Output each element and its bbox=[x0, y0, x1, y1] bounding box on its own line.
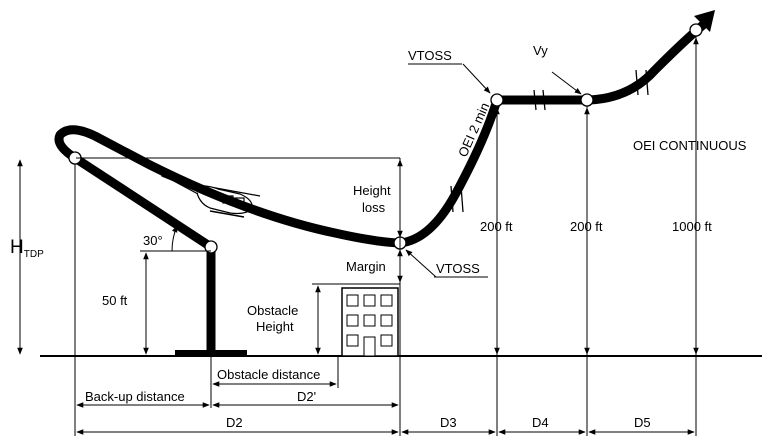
climb-1000ft-point bbox=[689, 23, 703, 37]
climb-arrowhead bbox=[694, 10, 715, 32]
obstacle-height-label-line2: Height bbox=[256, 319, 294, 334]
helipad-icon bbox=[175, 247, 247, 356]
vy-label: Vy bbox=[533, 43, 548, 58]
obstacle-height-label-line1: Obstacle bbox=[247, 303, 298, 318]
height-loss-label-line1: Height bbox=[353, 183, 391, 198]
vtoss-top-label: VTOSS bbox=[408, 48, 452, 63]
d2-prime-label: D2' bbox=[297, 389, 316, 404]
h-tdp-label: HTDP bbox=[10, 237, 44, 260]
d2-label: D2 bbox=[226, 415, 243, 430]
backup-distance-label: Back-up distance bbox=[85, 389, 185, 404]
d4-label: D4 bbox=[532, 415, 549, 430]
margin-label: Margin bbox=[346, 259, 386, 274]
oei-continuous-label: OEI CONTINUOUS bbox=[633, 138, 747, 153]
height-loss-label-line2: loss bbox=[362, 200, 386, 215]
vtoss-high-point bbox=[490, 93, 504, 107]
leader-lines bbox=[405, 63, 582, 278]
vy-point bbox=[580, 93, 594, 107]
vertical-dimensions bbox=[17, 37, 699, 355]
horizontal-dimensions bbox=[76, 381, 695, 435]
height-1000ft-label: 1000 ft bbox=[672, 219, 712, 234]
d5-label: D5 bbox=[634, 415, 651, 430]
angle-label: 30° bbox=[143, 233, 163, 248]
fifty-ft-label: 50 ft bbox=[102, 293, 128, 308]
obstacle-distance-label: Obstacle distance bbox=[217, 367, 320, 382]
path-gap-marks bbox=[450, 69, 649, 213]
obstacle-building-icon bbox=[341, 287, 399, 357]
vtoss-bottom-label: VTOSS bbox=[436, 261, 480, 276]
d3-label: D3 bbox=[440, 415, 457, 430]
height-200ft-label-b: 200 ft bbox=[570, 219, 603, 234]
angle-arc bbox=[171, 225, 178, 252]
helipad-edge-point bbox=[204, 240, 218, 254]
height-200ft-label-a: 200 ft bbox=[480, 219, 513, 234]
